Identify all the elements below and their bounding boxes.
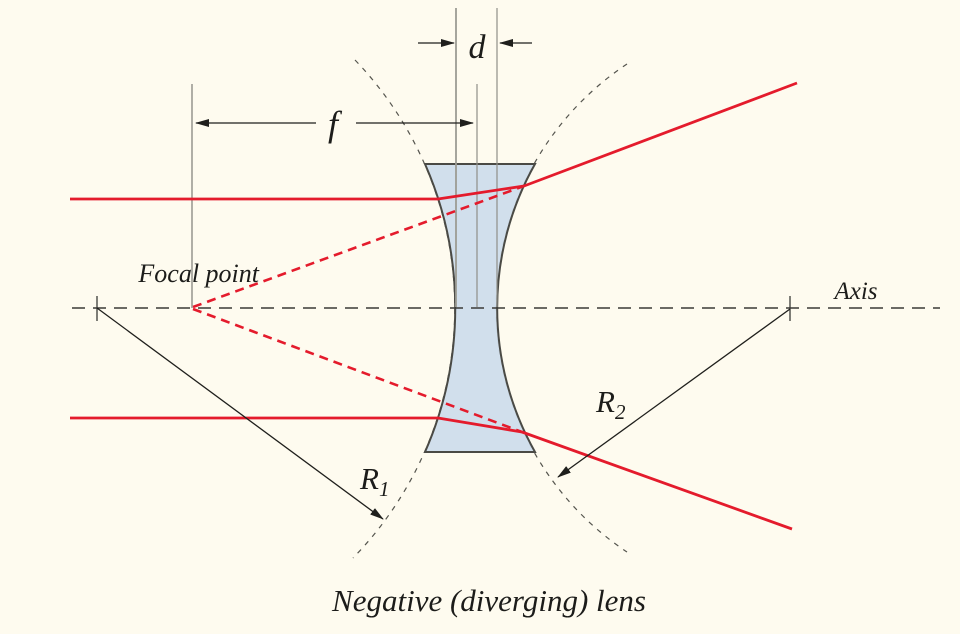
radius-r1-label-subscript: 1 <box>379 477 390 501</box>
radius-r2-label: R2 <box>595 384 626 424</box>
radius-r1-label: R1 <box>359 461 389 501</box>
radius-r1-label-base: R <box>359 461 379 496</box>
radius-r1-pointer-arrow <box>96 307 384 520</box>
radius-r2-pointer-arrow <box>557 308 791 478</box>
virtual-ray-upper <box>192 184 525 309</box>
radius-r2-label-base: R <box>595 384 615 419</box>
focal-length-label: f <box>328 104 343 144</box>
focal-point-label: Focal point <box>137 259 259 288</box>
diagram-caption: Negative (diverging) lens <box>331 583 646 618</box>
light-ray-upper <box>70 81 798 201</box>
thickness-label: d <box>469 29 487 66</box>
light-ray-lower <box>70 416 793 531</box>
axis-label: Axis <box>832 278 877 305</box>
radius-r2-label-subscript: 2 <box>615 400 626 424</box>
virtual-ray-lower <box>192 307 523 434</box>
